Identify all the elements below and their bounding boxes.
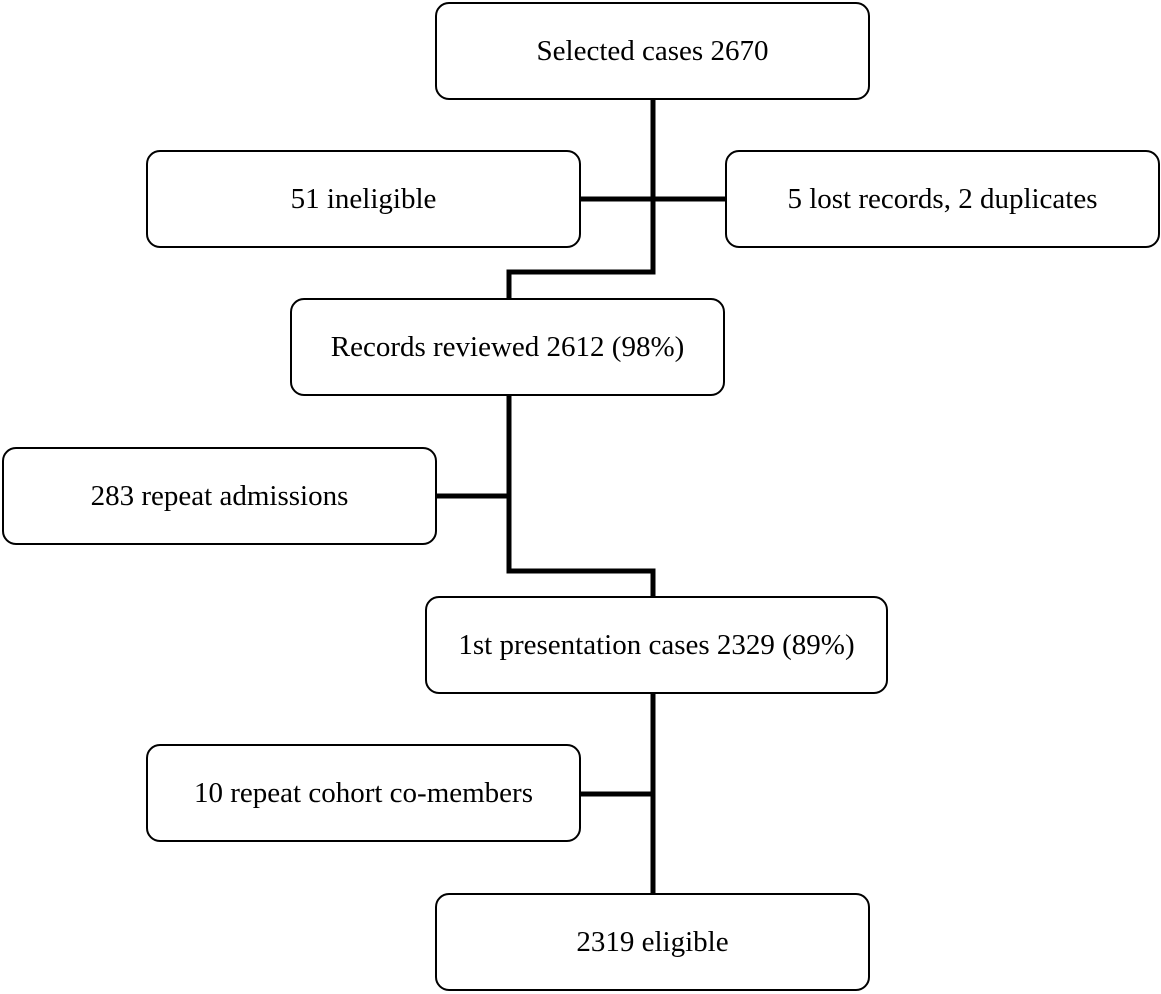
repeat-admissions-box: 283 repeat admissions xyxy=(2,447,437,545)
eligible-label: 2319 eligible xyxy=(576,925,729,958)
repeat-cohort-label: 10 repeat cohort co-members xyxy=(194,776,533,809)
lost-records-box: 5 lost records, 2 duplicates xyxy=(725,150,1160,248)
repeat-cohort-box: 10 repeat cohort co-members xyxy=(146,744,581,842)
records-reviewed-box: Records reviewed 2612 (98%) xyxy=(290,298,725,396)
lost-records-label: 5 lost records, 2 duplicates xyxy=(787,182,1098,215)
first-presentation-label: 1st presentation cases 2329 (89%) xyxy=(458,628,855,661)
records-reviewed-label: Records reviewed 2612 (98%) xyxy=(330,330,685,363)
ineligible-box: 51 ineligible xyxy=(146,150,581,248)
connector-selected-to-reviewed xyxy=(506,97,656,301)
first-presentation-box: 1st presentation cases 2329 (89%) xyxy=(425,596,888,694)
eligible-box: 2319 eligible xyxy=(435,893,870,991)
connector-reviewed-to-first xyxy=(506,393,656,599)
repeat-admissions-label: 283 repeat admissions xyxy=(90,479,349,512)
selected-cases-label: Selected cases 2670 xyxy=(536,34,769,67)
selected-cases-box: Selected cases 2670 xyxy=(435,2,870,100)
ineligible-label: 51 ineligible xyxy=(290,182,437,215)
